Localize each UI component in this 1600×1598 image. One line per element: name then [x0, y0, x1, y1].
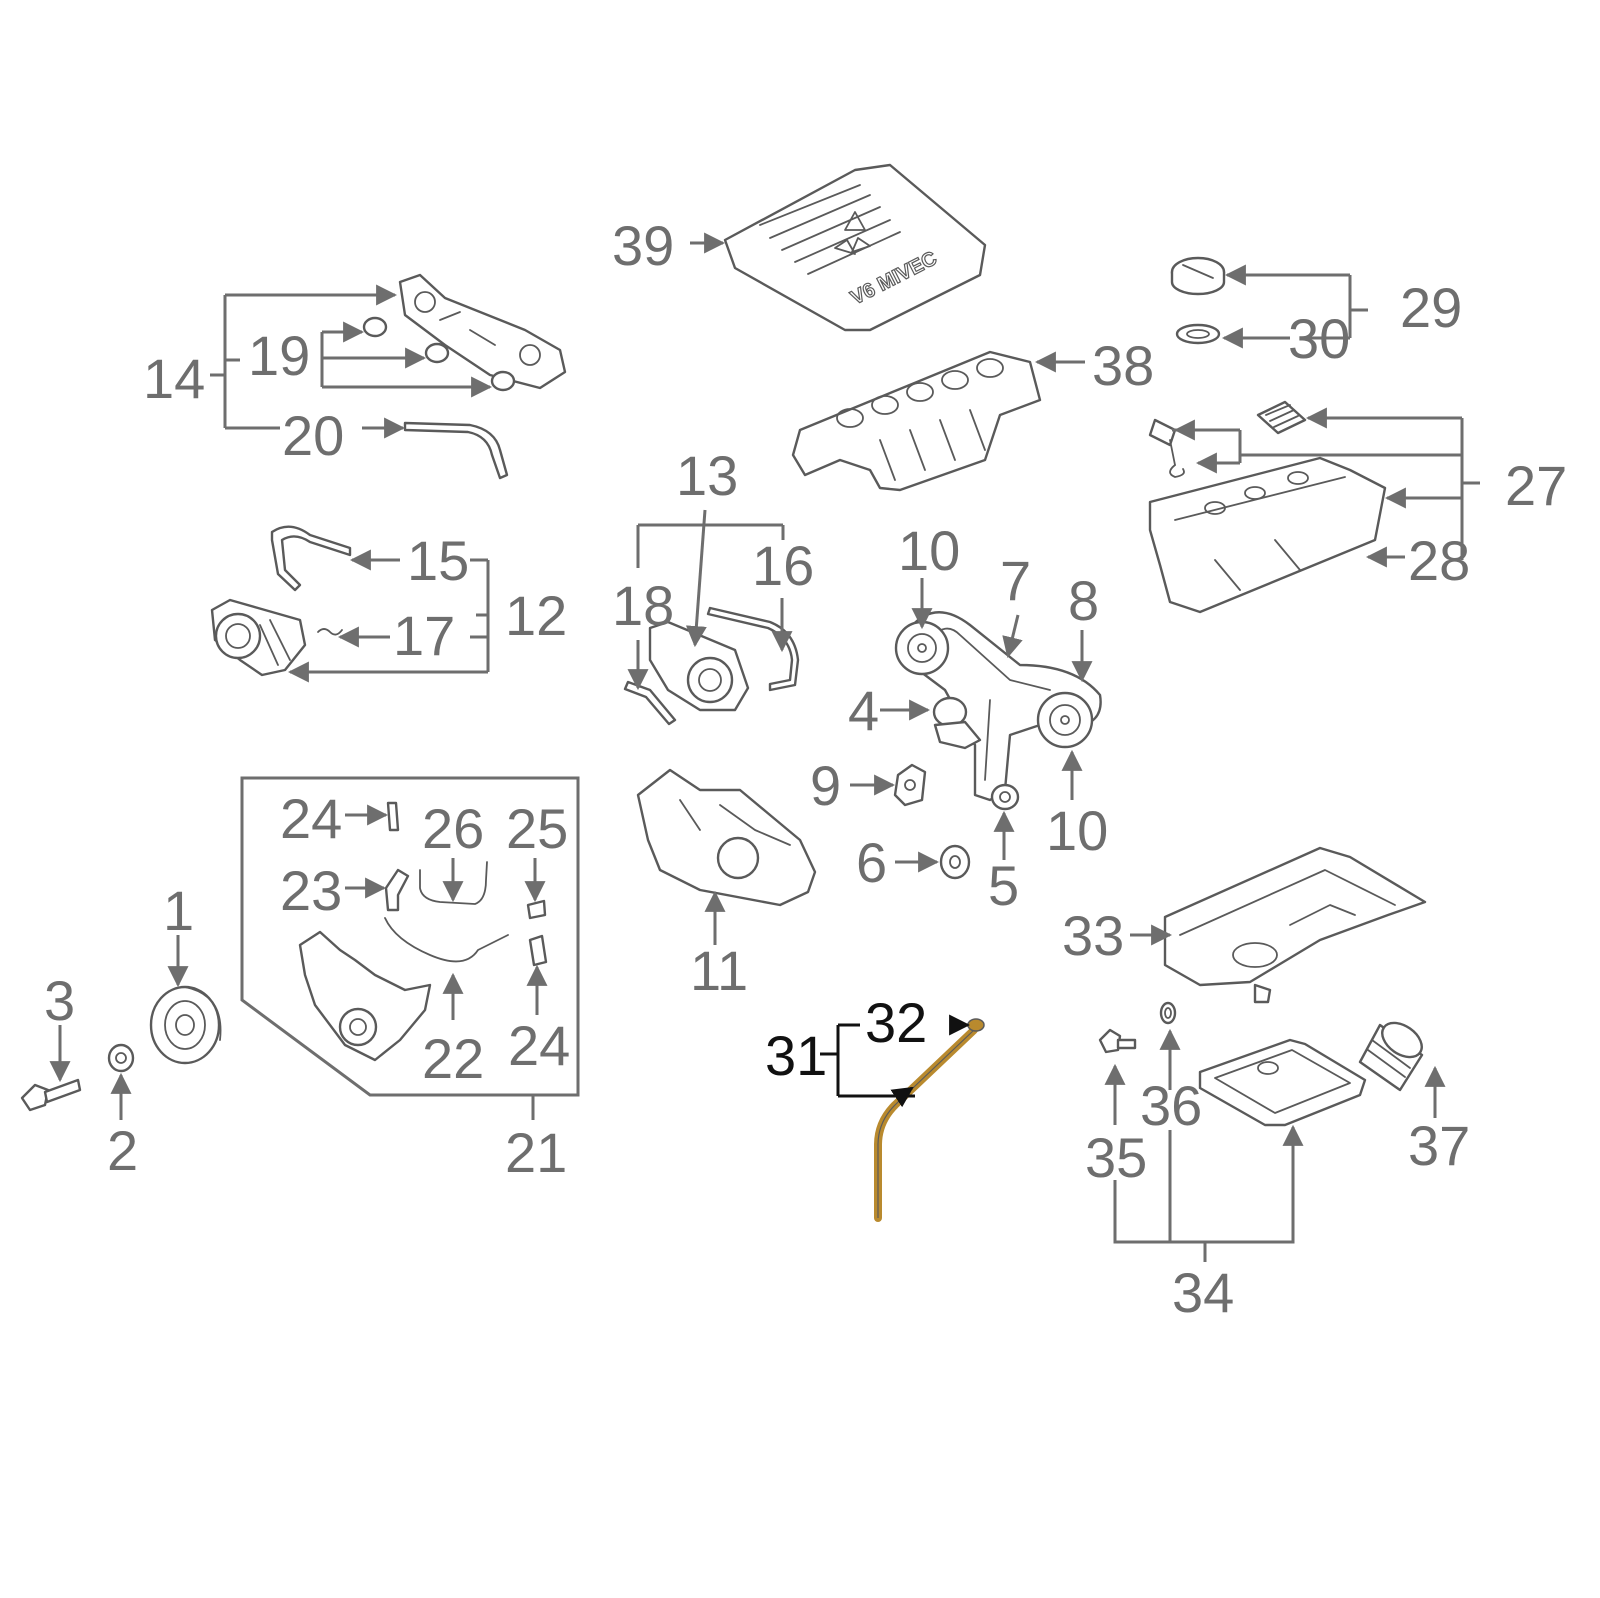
- callout-39: 39: [612, 214, 674, 277]
- lower-oil-pan-part: [1198, 1038, 1367, 1127]
- seal-26-part: [419, 861, 488, 905]
- callout-1: 1: [163, 879, 194, 942]
- oil-filter-part: [1358, 1021, 1424, 1092]
- seal-24b-part: [528, 934, 548, 967]
- upper-oil-pan-part: [1163, 846, 1427, 1004]
- lower-timing-cover-part: [636, 768, 817, 907]
- left-timing-cover-part: [210, 598, 307, 677]
- seal-24a-part: [386, 801, 400, 832]
- callout-13: 13: [676, 444, 738, 507]
- callout-7: 7: [1000, 549, 1031, 612]
- oil-filler-cap-part: [1170, 256, 1226, 296]
- callout-25: 25: [506, 797, 568, 860]
- drain-plug-gasket-part: [1159, 1001, 1177, 1025]
- callout-34: 34: [1172, 1261, 1234, 1324]
- crank-bolt-part: [20, 1078, 82, 1112]
- callout-31: 31: [765, 1024, 827, 1087]
- callout-2: 2: [107, 1119, 138, 1182]
- crank-washer-part: [107, 1043, 135, 1073]
- emission-label-part: [1256, 400, 1307, 435]
- callout-35: 35: [1085, 1126, 1147, 1189]
- callout-19: 19: [248, 324, 310, 387]
- callout-26: 26: [422, 797, 484, 860]
- callout-14: 14: [143, 347, 205, 410]
- seal-23-part: [384, 868, 410, 912]
- leader-lines: [49, 232, 1480, 1262]
- callout-37: 37: [1408, 1114, 1470, 1177]
- callout-24-lower: 24: [508, 1014, 570, 1077]
- washer-part: [939, 844, 971, 880]
- callout-9: 9: [810, 754, 841, 817]
- callout-labels: 39 38 29 30 27 28 14 19 20 15 12 17 13 1…: [44, 214, 1567, 1324]
- callout-27: 27: [1505, 454, 1567, 517]
- callout-32: 32: [865, 991, 927, 1054]
- engine-cover-part: V6 MIVEC: [723, 163, 987, 332]
- callout-10-upper: 10: [898, 519, 960, 582]
- callout-4: 4: [848, 679, 879, 742]
- seal-22-part: [384, 917, 509, 963]
- camshaft-sprocket-left-part: [894, 620, 950, 676]
- callout-20: 20: [282, 404, 344, 467]
- callout-5: 5: [988, 854, 1019, 917]
- small-seal-part: [317, 628, 343, 636]
- callout-10-lower: 10: [1046, 799, 1108, 862]
- callout-6: 6: [856, 831, 887, 894]
- callout-28: 28: [1408, 529, 1470, 592]
- valve-cover-part: [1148, 456, 1387, 614]
- parts-group-box: [240, 776, 580, 1097]
- callout-15: 15: [407, 529, 469, 592]
- seal-25-part: [526, 899, 547, 920]
- pcv-valve-part: [1148, 418, 1185, 478]
- filler-cap-gasket-part: [1175, 323, 1221, 345]
- callout-8: 8: [1068, 569, 1099, 632]
- callout-24-upper: 24: [280, 787, 342, 850]
- callout-21: 21: [505, 1121, 567, 1184]
- gasket-strip-part: [403, 421, 509, 480]
- callout-17: 17: [393, 604, 455, 667]
- callout-11: 11: [690, 939, 748, 1002]
- callout-38: 38: [1092, 334, 1154, 397]
- callout-30: 30: [1288, 307, 1350, 370]
- callout-29: 29: [1400, 276, 1462, 339]
- callout-23: 23: [280, 859, 342, 922]
- tensioner-assembly-part: [893, 763, 927, 807]
- crankshaft-pulley-part: [149, 985, 222, 1065]
- drain-plug-part: [1098, 1028, 1137, 1054]
- cover-seal-18-part: [623, 680, 677, 726]
- intake-manifold-part: [791, 350, 1042, 492]
- oil-pump-cover-part: [298, 930, 432, 1062]
- callout-36: 36: [1140, 1074, 1202, 1137]
- idler-pulley-part: [990, 783, 1020, 811]
- callout-3: 3: [44, 969, 75, 1032]
- callout-12: 12: [505, 584, 567, 647]
- callout-18: 18: [612, 574, 674, 637]
- callout-16: 16: [752, 534, 814, 597]
- tensioner-pulley-part: [932, 696, 982, 750]
- timing-cover-gasket-part: [270, 525, 352, 592]
- callout-33: 33: [1062, 904, 1124, 967]
- upper-timing-cover-part: [398, 273, 567, 390]
- callout-22: 22: [422, 1027, 484, 1090]
- camshaft-sprocket-right-part: [1036, 691, 1094, 749]
